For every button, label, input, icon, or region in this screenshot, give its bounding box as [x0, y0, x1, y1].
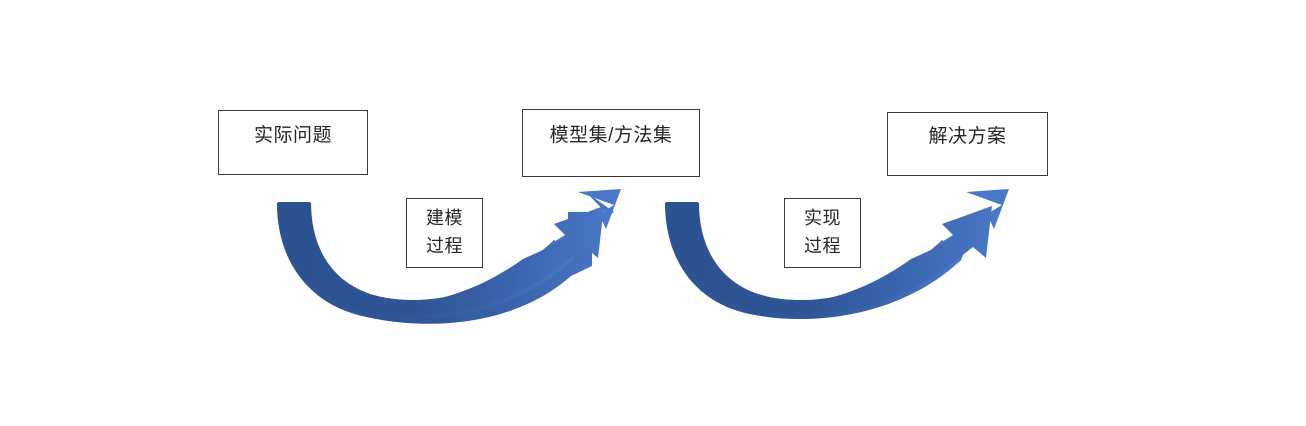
node-label-model-set: 模型集/方法集 — [549, 125, 673, 147]
label-box-modeling[interactable]: 建模 过程 — [406, 198, 483, 268]
node-label-solution: 解决方案 — [928, 126, 1007, 148]
node-box-solution[interactable]: 解决方案 — [887, 112, 1048, 176]
curved-arrow-implementation — [666, 202, 992, 316]
label-modeling-line2: 过程 — [426, 236, 463, 256]
label-implementation-line1: 实现 — [804, 208, 841, 229]
label-box-implementation[interactable]: 实现 过程 — [784, 198, 861, 268]
label-implementation-line2: 过程 — [804, 236, 841, 256]
node-box-model-set[interactable]: 模型集/方法集 — [522, 109, 700, 177]
curved-arrow-modeling — [278, 202, 604, 316]
label-modeling-line1: 建模 — [426, 208, 463, 229]
node-label-problem: 实际问题 — [253, 124, 332, 146]
node-box-problem[interactable]: 实际问题 — [218, 110, 368, 175]
